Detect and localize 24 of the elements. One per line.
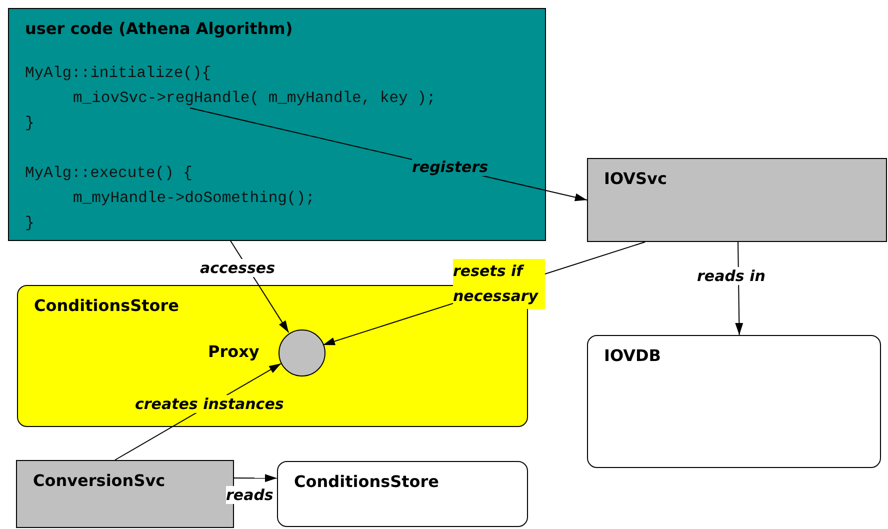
node-title: Proxy [208, 342, 260, 361]
edge-label: registers [412, 158, 488, 176]
node-title: IOVDB [604, 346, 661, 365]
node-title: ConditionsStore [34, 296, 180, 315]
code-line: } [25, 114, 34, 132]
code-line: } [25, 214, 34, 232]
edge-label: creates instances [135, 395, 284, 413]
node-title: ConversionSvc [33, 471, 166, 490]
code-line: m_myHandle->doSomething(); [73, 189, 315, 207]
code-line: MyAlg::execute() { [25, 164, 192, 182]
database-box [587, 335, 881, 468]
service-box [587, 158, 887, 242]
edge-label: reads [226, 486, 274, 504]
arrow [234, 474, 278, 482]
node-title: IOVSvc [604, 169, 667, 188]
node-title: ConditionsStore [294, 472, 440, 491]
node-title: user code (Athena Algorithm) [25, 19, 293, 38]
edge-label: accesses [200, 259, 276, 277]
edge-label: reads in [697, 267, 766, 285]
code-line: m_iovSvc->regHandle( m_myHandle, key ); [73, 89, 436, 107]
store-box [277, 461, 528, 527]
code-panel [8, 8, 546, 241]
edge-label: resets if necessary [453, 259, 545, 309]
code-line: MyAlg::initialize(){ [25, 64, 212, 82]
